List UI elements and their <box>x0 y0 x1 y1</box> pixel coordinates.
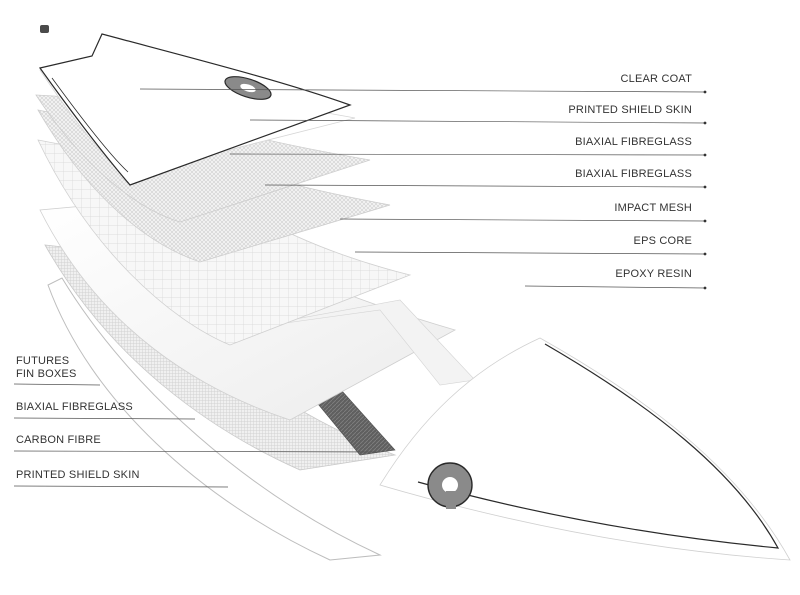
deck-logo-icon <box>224 76 272 100</box>
leader-lines-left <box>13 383 381 488</box>
label-epoxy-resin: EPOXY RESIN <box>615 268 692 280</box>
finished-board-nose <box>379 337 791 561</box>
label-printed-shield-skin-bottom: PRINTED SHIELD SKIN <box>16 469 140 481</box>
nose-logo-icon <box>427 462 473 509</box>
deck-top-stringer-line <box>51 77 129 173</box>
finished-board-rail-line <box>417 343 780 549</box>
label-carbon-fibre: CARBON FIBRE <box>16 434 101 446</box>
leash-plug-icon <box>40 25 49 33</box>
label-impact-mesh: IMPACT MESH <box>614 202 692 214</box>
label-futures-fin-boxes: FUTURES FIN BOXES <box>16 355 77 380</box>
printed-shield-skin-bottom-layer <box>47 277 382 561</box>
label-biaxial-fibreglass-1: BIAXIAL FIBREGLASS <box>575 136 692 148</box>
epoxy-resin-layer <box>234 299 476 386</box>
leader-lines-right <box>139 88 707 290</box>
label-biaxial-fibreglass-2: BIAXIAL FIBREGLASS <box>575 168 692 180</box>
deck-top-outline <box>38 33 352 186</box>
label-clear-coat: CLEAR COAT <box>620 73 692 85</box>
label-printed-shield-skin-top: PRINTED SHIELD SKIN <box>568 104 692 116</box>
label-eps-core: EPS CORE <box>633 235 692 247</box>
label-biaxial-fibreglass-bottom: BIAXIAL FIBREGLASS <box>16 401 133 413</box>
